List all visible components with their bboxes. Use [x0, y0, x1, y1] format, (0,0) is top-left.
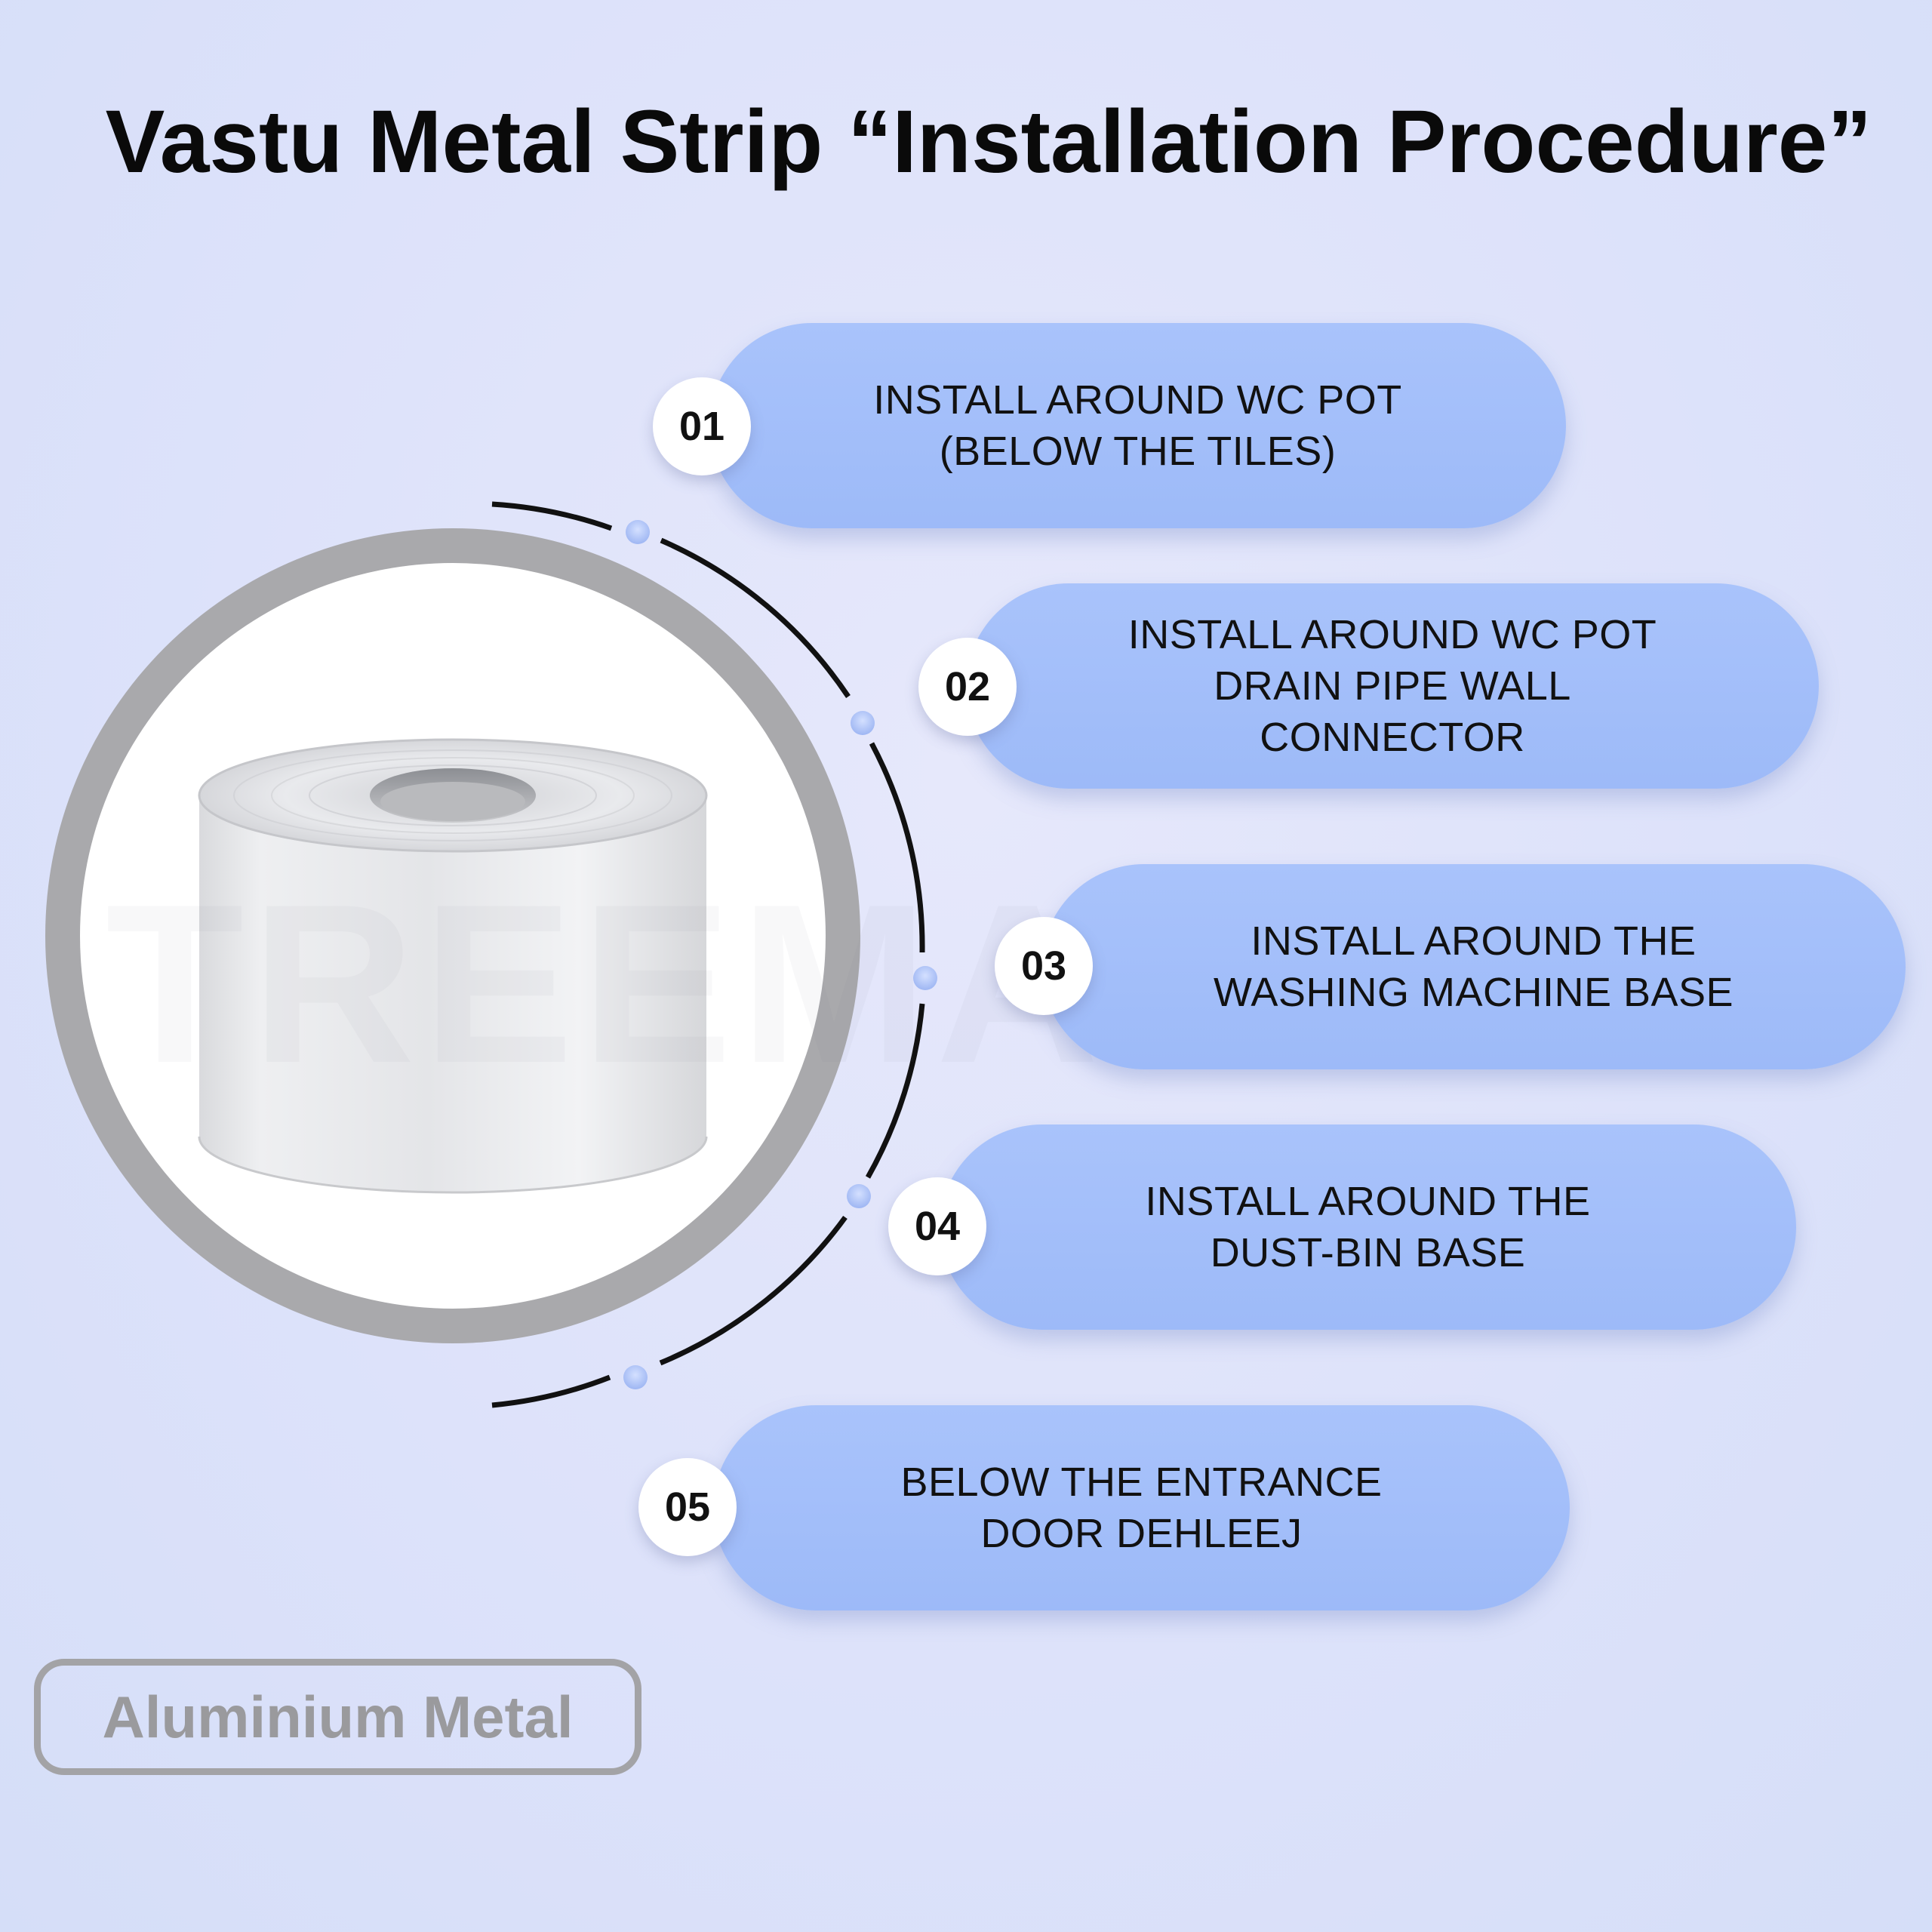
step-pill-4: INSTALL AROUND THE DUST-BIN BASE — [940, 1124, 1796, 1330]
arc-dot-5 — [623, 1365, 648, 1389]
arc-segment-3 — [869, 742, 925, 953]
product-image-frame — [45, 528, 860, 1343]
step-badge-1: 01 — [653, 377, 751, 475]
step-text-4: INSTALL AROUND THE DUST-BIN BASE — [1145, 1179, 1591, 1275]
arc-segment-6 — [491, 1374, 611, 1408]
step-badge-4: 04 — [888, 1177, 986, 1275]
step-badge-3: 03 — [995, 917, 1093, 1015]
step-text-1: INSTALL AROUND WC POT (BELOW THE TILES) — [873, 377, 1402, 474]
material-tag-label: Aluminium Metal — [102, 1683, 574, 1750]
step-text-5: BELOW THE ENTRANCE DOOR DEHLEEJ — [900, 1460, 1383, 1556]
step-badge-2: 02 — [918, 638, 1017, 736]
step-text-3: INSTALL AROUND THE WASHING MACHINE BASE — [1213, 918, 1734, 1015]
arc-segment-1 — [491, 501, 613, 531]
page-title: Vastu Metal Strip “Installation Procedur… — [105, 92, 1872, 192]
step-pill-1: INSTALL AROUND WC POT (BELOW THE TILES) — [709, 323, 1566, 528]
step-pill-5: BELOW THE ENTRANCE DOOR DEHLEEJ — [713, 1405, 1570, 1611]
step-pill-3: INSTALL AROUND THE WASHING MACHINE BASE — [1041, 864, 1906, 1069]
product-image-background — [80, 563, 826, 1309]
arc-dot-3 — [913, 966, 937, 990]
step-pill-2: INSTALL AROUND WC POT DRAIN PIPE WALL CO… — [966, 583, 1819, 789]
arc-segment-4 — [865, 1003, 925, 1179]
material-tag: Aluminium Metal — [34, 1659, 641, 1775]
aluminium-strip-roll-icon — [198, 738, 708, 1194]
step-text-2: INSTALL AROUND WC POT DRAIN PIPE WALL CO… — [1128, 612, 1657, 760]
step-badge-5: 05 — [638, 1458, 737, 1556]
